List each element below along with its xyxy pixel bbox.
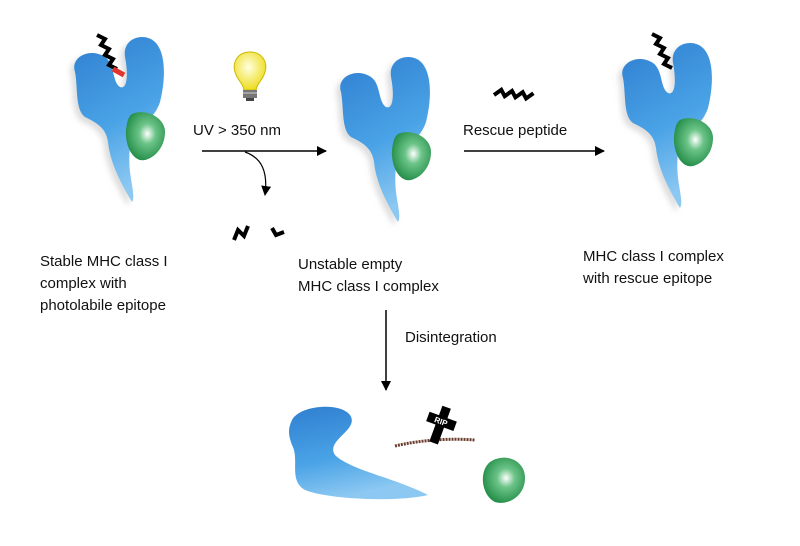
uv-label: UV > 350 nm [193,122,281,139]
stable-mhc-complex [70,33,165,206]
rescue-peptide [494,77,533,111]
rescue-peptide-label: Rescue peptide [463,122,568,139]
caption-line: complex with [40,275,127,292]
unstable-caption: Unstable empty MHC class I complex [298,254,439,298]
stable-caption: Stable MHC class I complex with photolab… [40,251,168,317]
caption-line: MHC class I complex [298,278,439,295]
caption-line: MHC class I complex [583,248,724,265]
release-arrow [244,151,272,196]
disintegrated-heavy-chain [289,406,428,500]
photolabile-group [111,66,126,78]
rip-text: RIP [433,415,449,428]
empty-mhc-complex [336,57,431,226]
caption-line: Stable MHC class I [40,253,168,270]
uv-light-bulb-icon [233,51,267,101]
caption-line: photolabile epitope [40,297,166,314]
disintegration-label: Disintegration [405,329,497,346]
caption-line: Unstable empty [298,256,403,273]
rescued-caption: MHC class I complex with rescue epitope [583,246,724,290]
rescued-mhc-complex [618,32,713,212]
caption-line: with rescue epitope [583,270,713,287]
free-beta2m [482,457,525,503]
tombstone-cross-icon: RIP [394,405,476,448]
released-fragments [232,225,285,241]
